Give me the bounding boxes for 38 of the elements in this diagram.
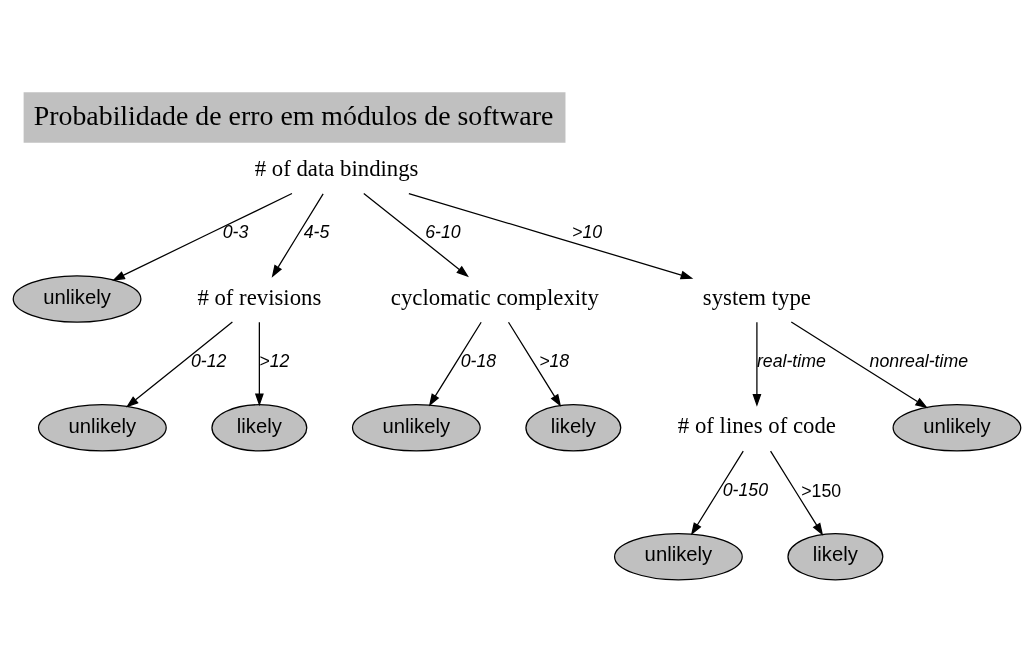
edge-label: >10 [572, 221, 603, 242]
edge-label: 0-3 [222, 221, 249, 242]
node-text: # of revisions [197, 284, 322, 310]
arrow [125, 321, 233, 408]
node-text: # of data bindings [254, 156, 419, 182]
arrow [752, 321, 762, 407]
arrow [408, 192, 694, 280]
edge-label: 0-18 [460, 350, 497, 371]
arrow [112, 192, 293, 281]
node-ellipse: unlikely [37, 404, 167, 452]
arrow [254, 321, 264, 407]
node-text: system type [702, 284, 811, 310]
edge-label: 4-5 [303, 221, 330, 242]
arrow [363, 192, 469, 278]
node-ellipse: likely [525, 404, 622, 452]
node-ellipse: unlikely [12, 275, 142, 323]
arrow [690, 450, 744, 536]
diagram-title: Probabilidade de erro em módulos de software [33, 99, 554, 131]
node-ellipse: likely [211, 404, 308, 452]
arrow [507, 321, 562, 407]
edge-label: >18 [539, 350, 570, 371]
node-ellipse: likely [787, 532, 884, 581]
node-text: cyclomatic complexity [390, 284, 599, 310]
edge-label: 6-10 [425, 221, 461, 242]
edge-label: real-time [756, 350, 826, 371]
edge-label: 0-150 [722, 479, 769, 500]
arrow [428, 321, 482, 407]
arrow [790, 321, 928, 409]
arrow [271, 193, 324, 278]
edge-label: nonreal-time [869, 350, 969, 371]
arrow [769, 450, 824, 536]
node-text: # of lines of code [677, 413, 836, 439]
edge-label: >12 [259, 350, 290, 371]
edge-label: 0-12 [191, 350, 227, 371]
node-ellipse: unlikely [613, 532, 743, 581]
edge-label: >150 [801, 480, 842, 501]
node-ellipse: unlikely [892, 404, 1022, 452]
node-ellipse: unlikely [351, 404, 481, 452]
